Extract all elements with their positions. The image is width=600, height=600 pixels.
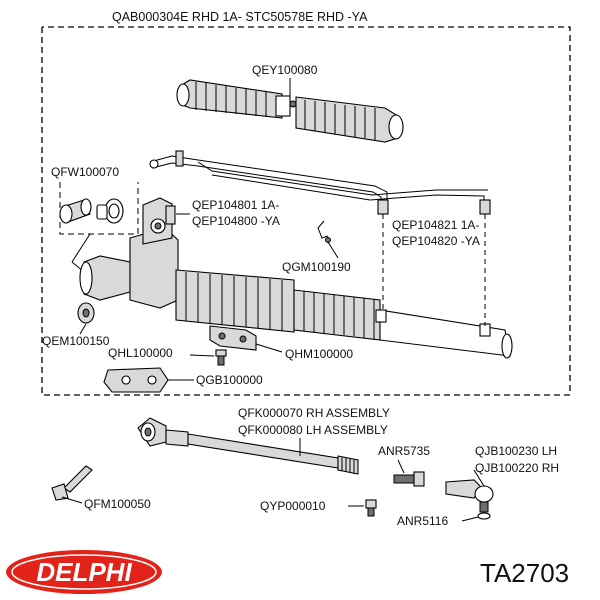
bolt-qfm — [51, 465, 93, 501]
label-qem100150: QEM100150 — [42, 334, 110, 348]
bolt-qyp — [365, 499, 377, 517]
pipe-clip — [317, 220, 331, 243]
stud-anr5735 — [393, 471, 425, 487]
mount-bush — [77, 302, 95, 324]
label-anr5116: ANR5116 — [397, 514, 448, 528]
clamp-plate — [103, 367, 169, 393]
bolt-qhl — [215, 349, 227, 366]
hydraulic-pipes — [149, 150, 491, 215]
label-qhl100000: QHL100000 — [108, 346, 173, 360]
label-qep104820: QEP104820 -YA — [392, 234, 480, 248]
track-rod-end — [445, 479, 494, 520]
label-qep104800: QEP104800 -YA — [192, 214, 280, 228]
rack-gaiter-upper — [176, 79, 404, 143]
rack-housing — [79, 197, 295, 333]
logo-text: DELPHI — [36, 557, 132, 587]
assembly-title: QAB000304E RHD 1A- STC50578E RHD -YA — [112, 10, 368, 24]
delphi-logo: DELPHI — [6, 550, 162, 594]
part-number: TA2703 — [480, 558, 569, 588]
label-qep104821: QEP104821 1A- — [392, 218, 479, 232]
mounting-block — [209, 325, 257, 351]
label-qep104801: QEP104801 1A- — [192, 198, 279, 212]
seal-kit — [59, 198, 124, 224]
label-qhm100000: QHM100000 — [285, 347, 353, 361]
label-anr5735: ANR5735 — [378, 444, 430, 458]
label-qjb100230: QJB100230 LH — [475, 444, 557, 458]
label-qyp000010: QYP000010 — [260, 499, 326, 513]
label-qfk000080: QFK000080 LH ASSEMBLY — [238, 423, 388, 437]
label-qfm100050: QFM100050 — [84, 497, 151, 511]
assembly-boundary — [41, 26, 571, 396]
logo-oval — [6, 550, 162, 594]
label-qey100080: QEY100080 — [252, 63, 318, 77]
label-qgm100190: QGM100190 — [282, 260, 351, 274]
rack-gaiter-lower — [293, 289, 513, 359]
label-qfw100070: QFW100070 — [51, 165, 119, 179]
tie-rod — [137, 417, 359, 475]
label-qjb100220: QJB100220 RH — [475, 461, 559, 475]
label-qgb100000: QGB100000 — [196, 373, 263, 387]
label-qfk000070: QFK000070 RH ASSEMBLY — [238, 406, 390, 420]
